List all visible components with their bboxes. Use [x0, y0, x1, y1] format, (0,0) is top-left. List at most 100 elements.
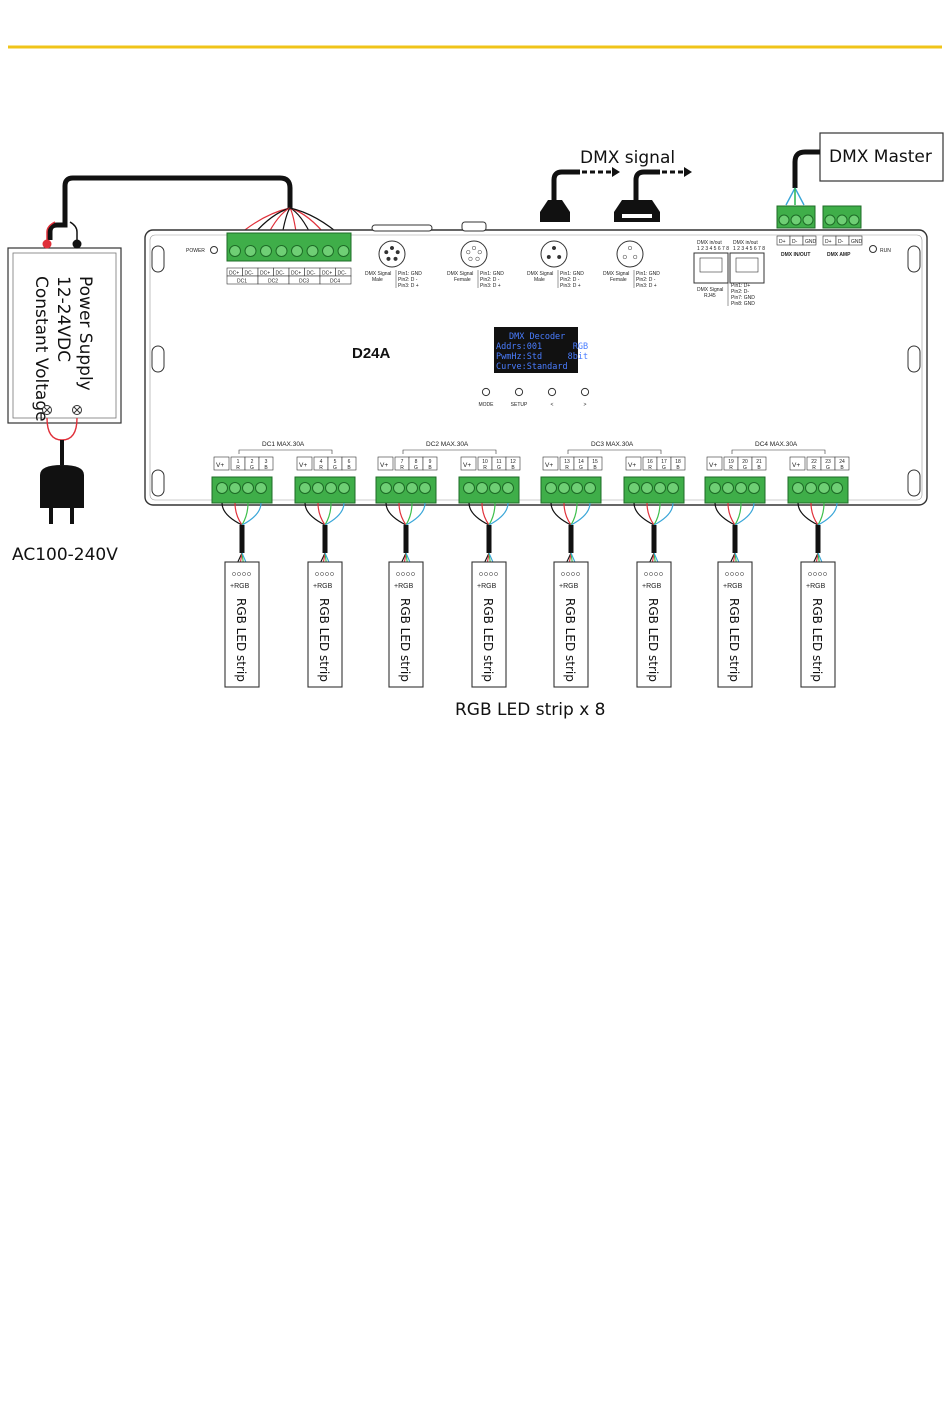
control-button-3[interactable] [547, 387, 557, 397]
channel-color: G [662, 465, 666, 471]
oled-line: PwmHz:Std 8bit [496, 352, 588, 362]
psu-positive-terminal [42, 239, 52, 249]
channel-number: 23 [825, 459, 831, 465]
terminal-screw-icon [778, 214, 790, 226]
terminal-screw-icon [667, 482, 679, 494]
xlr-sub: Male [372, 277, 383, 283]
power-supply-line1: Power Supply [75, 276, 95, 391]
terminal-screw-icon [242, 482, 254, 494]
dc-pin-label: DC+ [260, 271, 270, 277]
terminal-screw-icon [654, 482, 666, 494]
power-supply-line3: Constant Voltage [31, 276, 51, 422]
dc-pin-label: DC- [307, 271, 316, 277]
led-strip-3 [388, 561, 424, 688]
control-button-2[interactable] [514, 387, 524, 397]
channel-color: B [840, 465, 844, 471]
terminal-screw-icon [406, 482, 418, 494]
strip-pin-label: +RGB [642, 583, 662, 590]
channel-number: 17 [661, 459, 667, 465]
xlr-title: DMX Signal [603, 271, 629, 277]
terminal-screw-icon [419, 482, 431, 494]
channel-color: B [676, 465, 680, 471]
terminal-screw-icon [291, 245, 303, 257]
channel-color: B [511, 465, 515, 471]
mounting-slot [151, 469, 165, 497]
xlr-pin: Pin1: GND [560, 271, 584, 277]
terminal-screw-icon [306, 245, 319, 257]
xlr-pin: Pin1: GND [636, 271, 660, 277]
terminal-screw-icon [628, 482, 640, 494]
dmx-inout-pin-label: D+ [779, 239, 786, 245]
output-group-title: DC3 MAX.30A [591, 441, 634, 448]
power-label: POWER [186, 248, 205, 254]
terminal-screw-icon [790, 214, 802, 226]
channel-color: B [757, 465, 761, 471]
channel-color: R [812, 465, 816, 471]
channel-color: B [593, 465, 597, 471]
vplus-label: V+ [463, 462, 471, 469]
terminal-screw-icon [836, 214, 848, 226]
control-button-label: < [551, 402, 554, 408]
strip-label: RGB LED strip [234, 598, 248, 682]
terminal-screw-icon [818, 482, 830, 494]
channel-color: G [826, 465, 830, 471]
strip-label: RGB LED strip [810, 598, 824, 682]
led-strips: +RGB RGB LED strip +RGB RGB LED strip +RGB RG… [221, 502, 838, 688]
dmx-signal-label: DMX signal [580, 148, 675, 168]
terminal-screw-icon [393, 482, 405, 494]
control-button-1[interactable] [481, 387, 491, 397]
channel-color: B [347, 465, 351, 471]
dc-group-label: DC3 [299, 279, 309, 285]
rj45-pin: Pin2: D- [731, 289, 749, 295]
vplus-label: V+ [380, 462, 388, 469]
dc-group-label: DC2 [268, 279, 278, 285]
terminal-screw-icon [260, 245, 272, 257]
terminal-screw-icon [338, 482, 350, 494]
terminal-screw-icon [824, 214, 836, 226]
channel-number: 22 [811, 459, 817, 465]
oled-line: Curve:Standard [496, 362, 568, 372]
led-strip-1 [224, 561, 260, 688]
channel-color: B [264, 465, 268, 471]
channel-number: 19 [728, 459, 734, 465]
dmx-inout-pin-label: GND [805, 239, 817, 245]
terminal-screw-icon [299, 482, 311, 494]
rj45-signal-sub: RJ45 [704, 293, 716, 299]
dc-pin-label: DC+ [322, 271, 332, 277]
terminal-screw-icon [792, 482, 804, 494]
terminal-screw-icon [545, 482, 557, 494]
terminal-screw-icon [216, 482, 228, 494]
terminal-screw-icon [255, 482, 267, 494]
xlr-title: DMX Signal [527, 271, 553, 277]
dmx-amp-pin-label: D- [838, 239, 844, 245]
channel-color: R [483, 465, 487, 471]
xlr-pin: Pin2: D - [398, 277, 418, 283]
led-strip-5 [553, 561, 589, 688]
dmx-amp-label: DMX AMP [827, 252, 851, 258]
xlr-pin: Pin2: D - [560, 277, 580, 283]
strip-label: RGB LED strip [398, 598, 412, 682]
xlr-pin: Pin1: GND [398, 271, 422, 277]
rj45-pin: Pin7: GND [731, 295, 755, 301]
strip-pin-label: +RGB [723, 583, 743, 590]
xlr-port-icon [540, 240, 568, 268]
channel-number: 3 [265, 459, 268, 465]
channel-number: 11 [496, 459, 501, 465]
channel-number: 12 [510, 459, 516, 465]
control-button-4[interactable] [580, 387, 590, 397]
strip-label: RGB LED strip [727, 598, 741, 682]
strip-pin-label: +RGB [230, 583, 250, 590]
channel-number: 9 [429, 459, 432, 465]
strip-pin-label: +RGB [394, 583, 414, 590]
dmx-amp-pin-label: GND [851, 239, 863, 245]
channel-color: G [333, 465, 337, 471]
xlr-title: DMX Signal [447, 271, 473, 277]
channel-number: 2 [251, 459, 254, 465]
xlr-title: DMX Signal [365, 271, 391, 277]
terminal-screw-icon [641, 482, 653, 494]
xlr-pin: Pin3: D + [398, 283, 419, 289]
channel-color: R [236, 465, 240, 471]
strip-label: RGB LED strip [646, 598, 660, 682]
rj45-port-label: DMX in/out [697, 240, 722, 246]
terminal-screw-icon [722, 482, 734, 494]
